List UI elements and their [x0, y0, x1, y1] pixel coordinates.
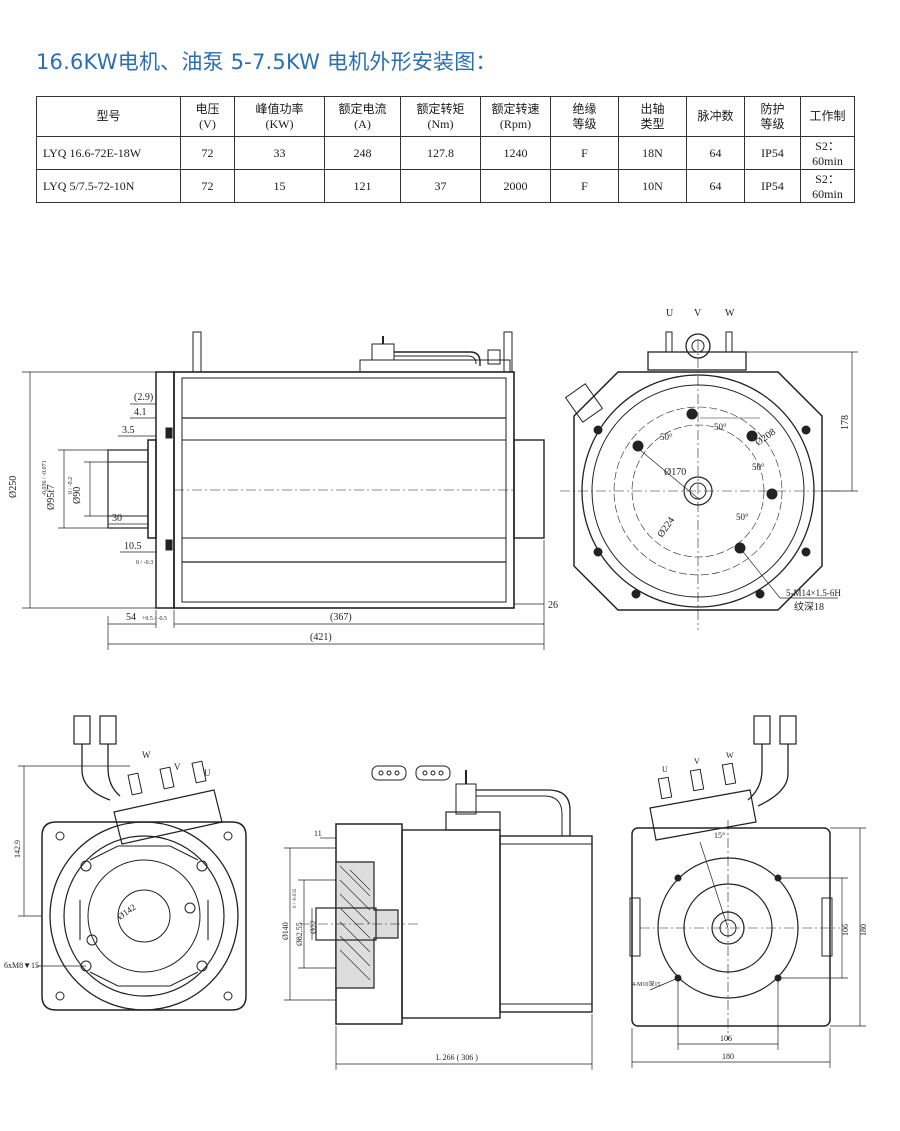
dim-54: 54	[126, 612, 136, 623]
header-rated-torque: 额定转矩(Nm)	[400, 96, 481, 137]
table-cell: 72	[180, 136, 235, 170]
table-cell: S2：60min	[800, 136, 855, 170]
angle-50-b: 50°	[714, 422, 727, 432]
bolt-spec: 6xM8▼15	[4, 961, 39, 970]
table-cell: 1240	[480, 136, 551, 170]
dim-250: Ø250	[8, 476, 19, 498]
table-cell: IP54	[744, 136, 801, 170]
terminal-u-right: U	[662, 765, 668, 774]
dim-length: L 266 ( 306 )	[436, 1053, 478, 1062]
table-cell: 121	[324, 169, 401, 203]
page-title: 16.6KW电机、油泵 5-7.5KW 电机外形安装图：	[36, 50, 497, 74]
terminal-u-label: U	[666, 308, 674, 319]
table-cell: F	[550, 169, 619, 203]
hole-spec: 4-M10深15	[632, 980, 660, 988]
table-cell: 15	[234, 169, 325, 203]
angle-50-a: 50°	[660, 432, 673, 442]
header-voltage: 电压(V)	[180, 96, 235, 137]
dim-82-55-tol: 0 / -0.035	[293, 888, 298, 908]
dim-90-tol: 0 / -0.2	[68, 477, 74, 494]
terminal-w-label: W	[725, 308, 735, 319]
terminal-v-label: V	[694, 308, 702, 319]
table-row: LYQ 5/7.5-72-10N 72 15 121 37 2000 F 10N…	[36, 169, 855, 203]
dim-90: Ø90	[72, 487, 83, 504]
dim-11: 11	[314, 829, 322, 838]
table-cell: 37	[400, 169, 481, 203]
table-cell: 127.8	[400, 136, 481, 170]
dim-54-tol: +0.5 / -0.5	[142, 616, 167, 622]
dim-4-1: 4.1	[134, 407, 147, 418]
dim-170: Ø170	[664, 467, 686, 478]
table-cell: LYQ 5/7.5-72-10N	[36, 169, 181, 203]
table-cell: 64	[686, 136, 745, 170]
angle-50-d: 50°	[736, 512, 749, 522]
dim-95-tol: -0.036 / -0.071	[42, 460, 48, 496]
dim-367: (367)	[330, 612, 352, 623]
bottom-center-dimensions	[284, 837, 593, 1070]
table-cell: 248	[324, 136, 401, 170]
table-cell: S2：60min	[800, 169, 855, 203]
bottom-right-view	[629, 715, 840, 1040]
dim-142: Ø142	[115, 902, 137, 922]
bottom-left-view	[41, 715, 247, 1011]
dim-208: Ø208	[753, 427, 778, 449]
table-header-row: 型号 电压(V) 峰值功率(KW) 额定电流(A) 额定转矩(Nm) 额定转速(…	[36, 96, 855, 137]
header-duty: 工作制	[800, 96, 855, 137]
header-protection: 防护等级	[744, 96, 801, 137]
terminal-w-right: W	[726, 751, 734, 760]
dim-30: 30	[112, 513, 122, 524]
header-pulses: 脉冲数	[686, 96, 745, 137]
dim-106-vertical: 106	[841, 924, 850, 936]
side-view-dimensions	[22, 371, 545, 650]
header-shaft: 出轴类型	[618, 96, 687, 137]
table-cell: 72	[180, 169, 235, 203]
dim-178: 178	[840, 415, 851, 430]
dim-22: Ø22	[309, 920, 318, 934]
dim-10-5: 10.5	[124, 541, 142, 552]
angle-15: 15°	[714, 831, 725, 840]
dim-3-5: 3.5	[122, 425, 135, 436]
dim-106-horizontal: 106	[720, 1034, 732, 1043]
angle-50-c: 50°	[752, 462, 765, 472]
table-cell: 2000	[480, 169, 551, 203]
bottom-left-dimensions	[18, 765, 130, 967]
bottom-right-dimensions	[631, 827, 866, 1068]
header-insulation: 绝缘等级	[550, 96, 619, 137]
spec-table: 型号 电压(V) 峰值功率(KW) 额定电流(A) 额定转矩(Nm) 额定转速(…	[36, 96, 855, 203]
dim-10-5-tol: 0 / -0.3	[136, 560, 153, 566]
dim-180-horizontal: 180	[722, 1052, 734, 1061]
thread-depth: 纹深18	[794, 600, 824, 613]
dim-2-9: (2.9)	[134, 392, 153, 403]
dim-82-55: Ø82.55	[295, 922, 304, 946]
header-model: 型号	[36, 96, 181, 137]
dim-142-9: 142.9	[13, 840, 22, 858]
dim-180-vertical: 180	[859, 924, 868, 936]
bottom-center-view	[300, 765, 593, 1025]
terminal-w-left: W	[142, 750, 151, 760]
dim-224: Ø224	[655, 515, 677, 540]
dim-140: Ø140	[281, 922, 290, 940]
dim-26: 26	[548, 600, 558, 611]
dim-421: (421)	[310, 632, 332, 643]
side-view-motor	[107, 331, 545, 609]
table-cell: IP54	[744, 169, 801, 203]
terminal-u-left: U	[204, 768, 211, 778]
end-view-motor	[560, 331, 840, 630]
end-view-dimensions	[639, 351, 858, 599]
header-rated-current: 额定电流(A)	[324, 96, 401, 137]
terminal-v-left: V	[174, 762, 181, 772]
terminal-v-right: V	[694, 757, 700, 766]
dim-95: Ø95f7	[46, 484, 57, 510]
thread-spec: 5-M14×1.5-6H	[786, 588, 841, 598]
header-rated-speed: 额定转速(Rpm)	[480, 96, 551, 137]
